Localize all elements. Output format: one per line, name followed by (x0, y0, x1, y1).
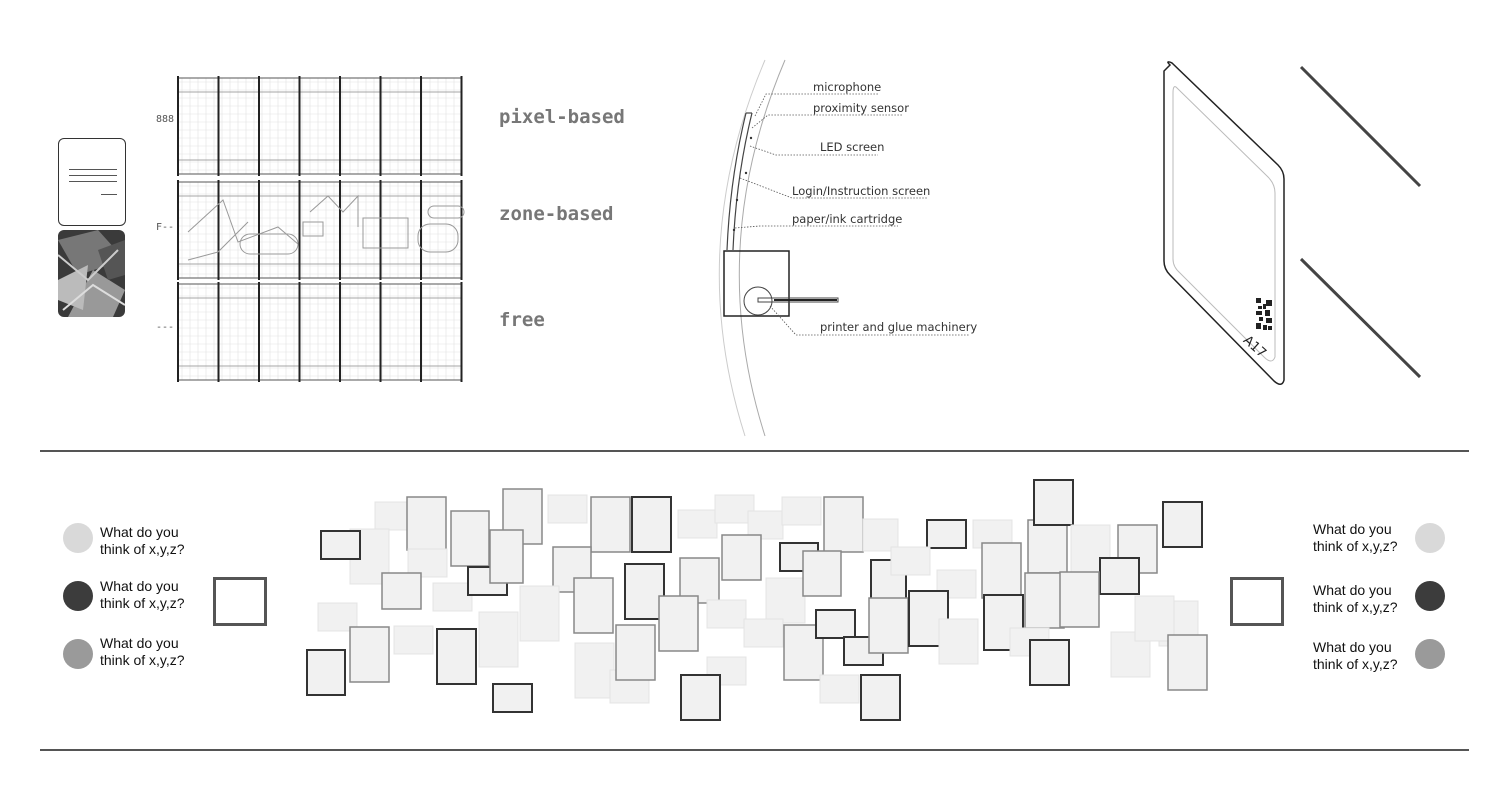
response-card (590, 496, 631, 553)
device-section-drawing (718, 59, 970, 437)
response-dot-dark[interactable] (63, 581, 93, 611)
response-card (393, 625, 434, 655)
panel-strip (177, 282, 463, 382)
callout-led-screen: LED screen (820, 140, 885, 154)
response-card (1059, 571, 1100, 628)
response-card (802, 550, 842, 597)
card-cloud (306, 479, 1208, 721)
response-card (823, 496, 864, 553)
panel-strips (177, 76, 465, 382)
response-card (860, 674, 901, 721)
response-card (1167, 634, 1208, 691)
response-card (1024, 572, 1065, 629)
response-card (432, 582, 473, 612)
response-card (658, 595, 699, 652)
response-card (721, 534, 762, 581)
response-card (815, 609, 856, 639)
response-card (743, 618, 784, 648)
response-card (450, 510, 490, 567)
response-card (406, 496, 447, 551)
response-card (519, 585, 560, 642)
response-card (926, 519, 967, 549)
response-card (631, 496, 672, 553)
response-card (573, 577, 614, 634)
response-dot-mid[interactable] (1415, 639, 1445, 669)
zone-mode-code: F-- (156, 222, 175, 233)
top-divider (40, 450, 1469, 452)
bottom-divider (40, 749, 1469, 751)
callout-proximity-sensor: proximity sensor (813, 101, 909, 115)
panel-strip (177, 76, 463, 176)
response-card (938, 618, 979, 665)
response-card (862, 518, 899, 552)
response-dot-light[interactable] (1415, 523, 1445, 553)
response-dot-mid[interactable] (63, 639, 93, 669)
response-card (765, 577, 806, 624)
callout-microphone: microphone (813, 80, 882, 94)
response-dot-dark[interactable] (1415, 581, 1445, 611)
response-card (781, 496, 822, 526)
response-card (1134, 595, 1175, 642)
response-dot-light[interactable] (63, 523, 93, 553)
response-card (624, 563, 665, 620)
response-card (1027, 519, 1068, 574)
response-card (320, 530, 361, 560)
response-card (680, 674, 721, 721)
response-card (478, 611, 519, 668)
callout-paper-ink-cartridge: paper/ink cartridge (792, 212, 903, 226)
response-card (1099, 557, 1140, 595)
mode-label-zone-based: zone-based (499, 203, 614, 225)
response-card (819, 674, 860, 704)
response-card (868, 597, 909, 654)
response-card (349, 626, 390, 683)
pattern-thumbnail-icon (58, 230, 125, 317)
free-mode-code: --- (156, 322, 175, 333)
left-card-slot (213, 577, 267, 626)
response-card (706, 599, 747, 629)
mode-label-pixel-based: pixel-based (499, 106, 625, 128)
response-card (1033, 479, 1074, 526)
mode-label-free: free (499, 309, 545, 331)
callout-login-instruction-screen: Login/Instruction screen (792, 184, 931, 198)
response-card (1162, 501, 1203, 548)
pixel-mode-code: 888 (156, 114, 175, 125)
response-card (492, 683, 533, 713)
right-card-slot (1230, 577, 1284, 626)
response-card (677, 509, 718, 539)
response-card (981, 542, 1022, 599)
panel-strip (177, 180, 465, 280)
perspective-panel-drawing (1163, 61, 1422, 385)
response-card (615, 624, 656, 681)
callout-printer-and-glue-machinery: printer and glue machinery (820, 320, 978, 334)
response-card (489, 529, 524, 584)
response-card (547, 494, 588, 524)
response-card (890, 546, 931, 576)
response-card (436, 628, 477, 685)
paper-sheet-icon (58, 138, 126, 226)
response-card (381, 572, 422, 610)
response-card (306, 649, 346, 696)
qr-code-icon (1256, 298, 1272, 332)
response-card (574, 642, 615, 699)
response-card (1029, 639, 1070, 686)
